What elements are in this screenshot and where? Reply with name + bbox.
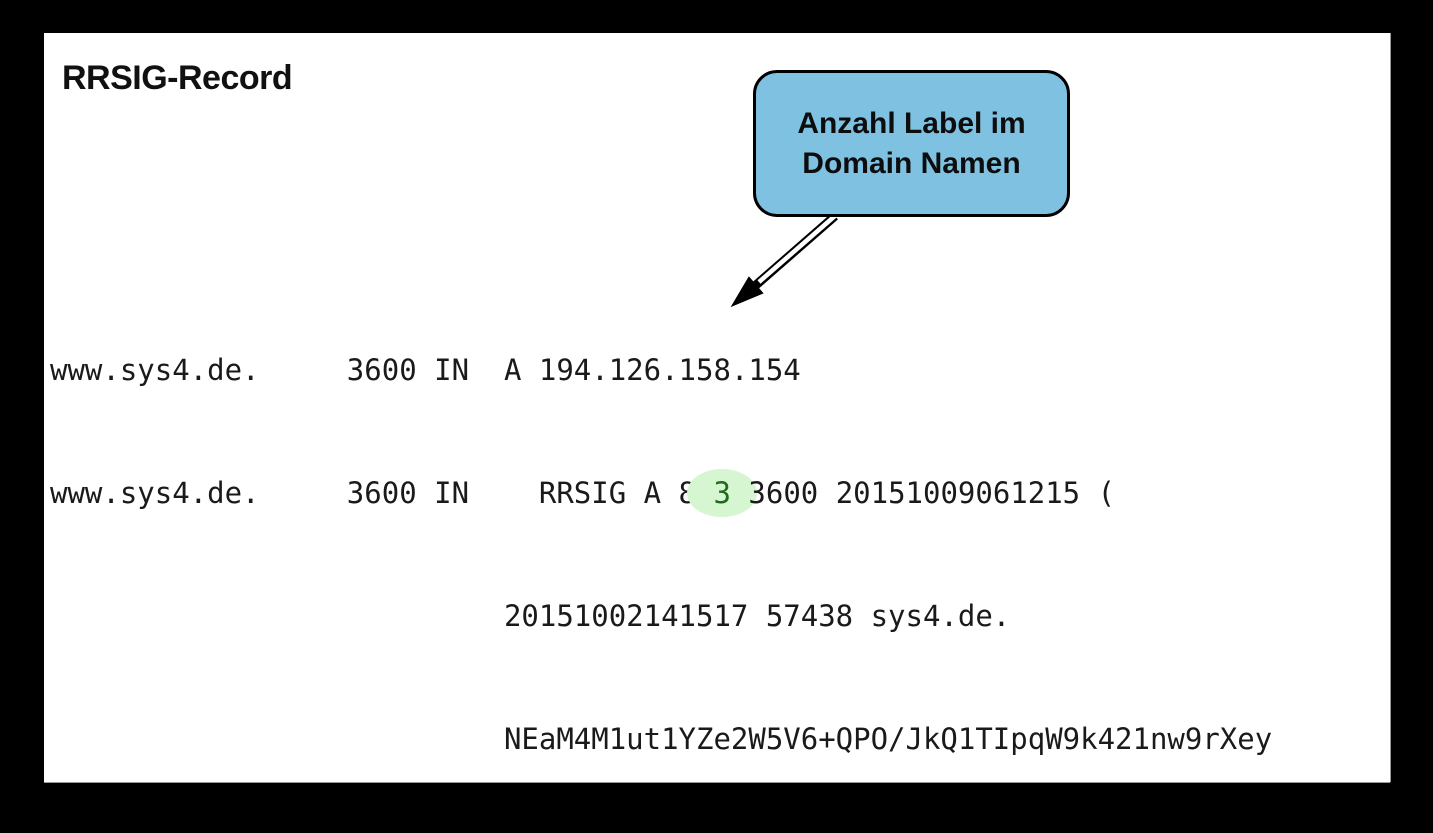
record-line-a: www.sys4.de. 3600 IN A 194.126.158.154 xyxy=(50,350,1272,391)
slide: RRSIG-Record www.sys4.de. 3600 IN A 194.… xyxy=(44,33,1390,782)
record-line-rrsig: www.sys4.de. 3600 IN RRSIG A 8 3 3600 20… xyxy=(50,469,1272,517)
callout-anzahl-label: Anzahl Label im Domain Namen xyxy=(753,70,1070,217)
label-count-highlight: 3 xyxy=(687,469,757,517)
callout-text-line-1: Anzahl Label im xyxy=(797,106,1026,140)
callout-text-line-2: Domain Namen xyxy=(802,146,1021,180)
slide-title: RRSIG-Record xyxy=(62,59,293,97)
dns-record-listing: www.sys4.de. 3600 IN A 194.126.158.154 w… xyxy=(50,268,1272,833)
rrsig-prefix-text: www.sys4.de. 3600 IN RRSIG A 8 xyxy=(50,476,714,510)
record-a-text: www.sys4.de. 3600 IN A 194.126.158.154 xyxy=(50,353,801,387)
rrsig-suffix-text: 3600 20151009061215 ( xyxy=(730,476,1116,510)
record-line-sig-1: NEaM4M1ut1YZe2W5V6+QPO/JkQ1TIpqW9k421nw9… xyxy=(50,722,1273,756)
record-line-sig-meta: 20151002141517 57438 sys4.de. xyxy=(50,599,1011,633)
